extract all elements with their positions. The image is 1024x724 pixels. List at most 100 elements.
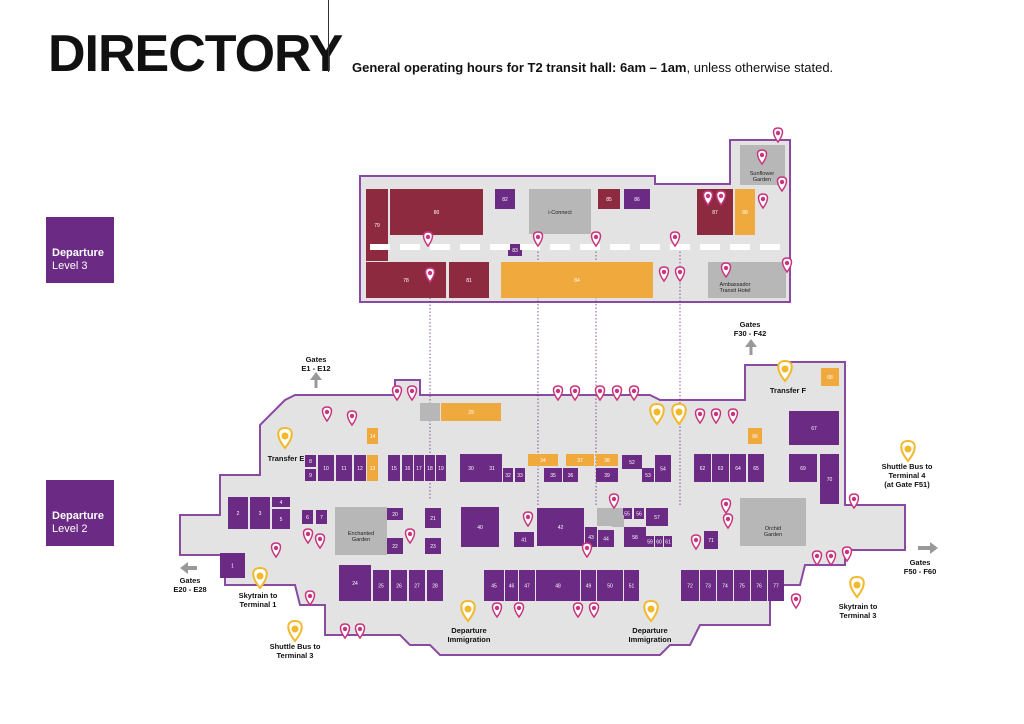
unit-84[interactable]: [501, 262, 653, 298]
unit-13[interactable]: [367, 455, 378, 481]
unit-69[interactable]: [789, 454, 817, 482]
location-pin-11[interactable]: [720, 262, 732, 279]
unit-6[interactable]: [302, 510, 313, 524]
location-pin-40[interactable]: [354, 623, 366, 640]
location-pin-31[interactable]: [404, 528, 416, 545]
transport-pin-10[interactable]: [671, 402, 687, 426]
unit-85[interactable]: [598, 189, 620, 209]
location-pin-1[interactable]: [772, 127, 784, 144]
unit-19[interactable]: [436, 455, 446, 481]
unit-83[interactable]: [508, 244, 522, 256]
location-pin-20[interactable]: [594, 385, 606, 402]
location-pin-7[interactable]: [669, 231, 681, 248]
unit-74[interactable]: [717, 570, 733, 601]
location-pin-19[interactable]: [569, 385, 581, 402]
transport-pin-8[interactable]: [643, 599, 659, 623]
location-pin-49[interactable]: [790, 593, 802, 610]
unit-39[interactable]: [596, 468, 618, 482]
unit-41[interactable]: [514, 532, 534, 547]
unit-53[interactable]: [642, 468, 654, 482]
unit-63[interactable]: [712, 454, 729, 482]
location-pin-45[interactable]: [811, 550, 823, 567]
unit-46[interactable]: [505, 570, 518, 601]
location-pin-4[interactable]: [422, 231, 434, 248]
unit-65[interactable]: [748, 454, 764, 482]
unit-56[interactable]: [634, 508, 644, 519]
iconnect-area[interactable]: [529, 189, 591, 234]
location-pin-38[interactable]: [304, 590, 316, 607]
unit-62[interactable]: [694, 454, 711, 482]
unit-66[interactable]: [748, 428, 762, 444]
unit-67[interactable]: [789, 411, 839, 445]
location-pin-29[interactable]: [302, 528, 314, 545]
unit-3[interactable]: [250, 497, 270, 529]
unit-28[interactable]: [427, 570, 443, 601]
location-pin-24[interactable]: [710, 408, 722, 425]
unit-47[interactable]: [519, 570, 535, 601]
unit-71[interactable]: [704, 531, 718, 549]
location-pin-34[interactable]: [581, 542, 593, 559]
location-pin-25[interactable]: [727, 408, 739, 425]
location-pin-21[interactable]: [611, 385, 623, 402]
unit-7[interactable]: [316, 510, 327, 524]
unit-23[interactable]: [425, 538, 441, 554]
location-pin-35[interactable]: [690, 534, 702, 551]
location-pin-47[interactable]: [841, 546, 853, 563]
unit-40[interactable]: [461, 507, 499, 547]
unit-17[interactable]: [414, 455, 424, 481]
unit-12[interactable]: [354, 455, 366, 481]
orchid-garden[interactable]: [740, 498, 806, 546]
location-pin-46[interactable]: [825, 550, 837, 567]
location-pin-28[interactable]: [270, 542, 282, 559]
unit-22[interactable]: [387, 538, 403, 554]
transport-pin-6[interactable]: [900, 439, 916, 463]
location-pin-9[interactable]: [658, 266, 670, 283]
transport-pin-3[interactable]: [252, 566, 268, 590]
location-pin-30[interactable]: [314, 533, 326, 550]
unit-2[interactable]: [228, 497, 248, 529]
unit-59[interactable]: [646, 536, 654, 547]
location-pin-48[interactable]: [848, 493, 860, 510]
unit-21[interactable]: [425, 508, 441, 528]
unit-72[interactable]: [681, 570, 699, 601]
unit-32[interactable]: [503, 468, 513, 482]
location-pin-2[interactable]: [756, 149, 768, 166]
unit-68[interactable]: [821, 368, 839, 386]
location-pin-15[interactable]: [757, 193, 769, 210]
location-pin-16[interactable]: [391, 385, 403, 402]
unit-26[interactable]: [391, 570, 407, 601]
transport-pin-2[interactable]: [777, 359, 793, 383]
unit-76[interactable]: [751, 570, 767, 601]
location-pin-14[interactable]: [715, 190, 727, 207]
location-pin-22[interactable]: [628, 385, 640, 402]
unit-1[interactable]: [220, 553, 245, 578]
unit-8[interactable]: [305, 455, 316, 467]
unit-18[interactable]: [425, 455, 435, 481]
location-pin-8[interactable]: [424, 267, 436, 284]
unit-43[interactable]: [585, 527, 597, 547]
unit-20[interactable]: [387, 508, 403, 520]
unit-15[interactable]: [388, 455, 400, 481]
unit-82[interactable]: [495, 189, 515, 209]
unit-60[interactable]: [655, 536, 663, 547]
unit-86[interactable]: [624, 189, 650, 209]
location-pin-26[interactable]: [321, 406, 333, 423]
unit-38[interactable]: [596, 454, 618, 466]
unit-75[interactable]: [734, 570, 750, 601]
transport-pin-1[interactable]: [277, 426, 293, 450]
unit-45[interactable]: [484, 570, 504, 601]
location-pin-27[interactable]: [346, 410, 358, 427]
unit-70[interactable]: [820, 454, 839, 504]
unit-52[interactable]: [622, 455, 642, 469]
unit-31[interactable]: [482, 454, 502, 482]
unit-16[interactable]: [402, 455, 413, 481]
unit-49[interactable]: [581, 570, 596, 601]
unit-10[interactable]: [318, 455, 334, 481]
location-pin-23[interactable]: [694, 408, 706, 425]
unit-35[interactable]: [544, 468, 562, 482]
location-pin-5[interactable]: [532, 231, 544, 248]
transport-pin-4[interactable]: [287, 619, 303, 643]
unit-9[interactable]: [305, 469, 316, 481]
